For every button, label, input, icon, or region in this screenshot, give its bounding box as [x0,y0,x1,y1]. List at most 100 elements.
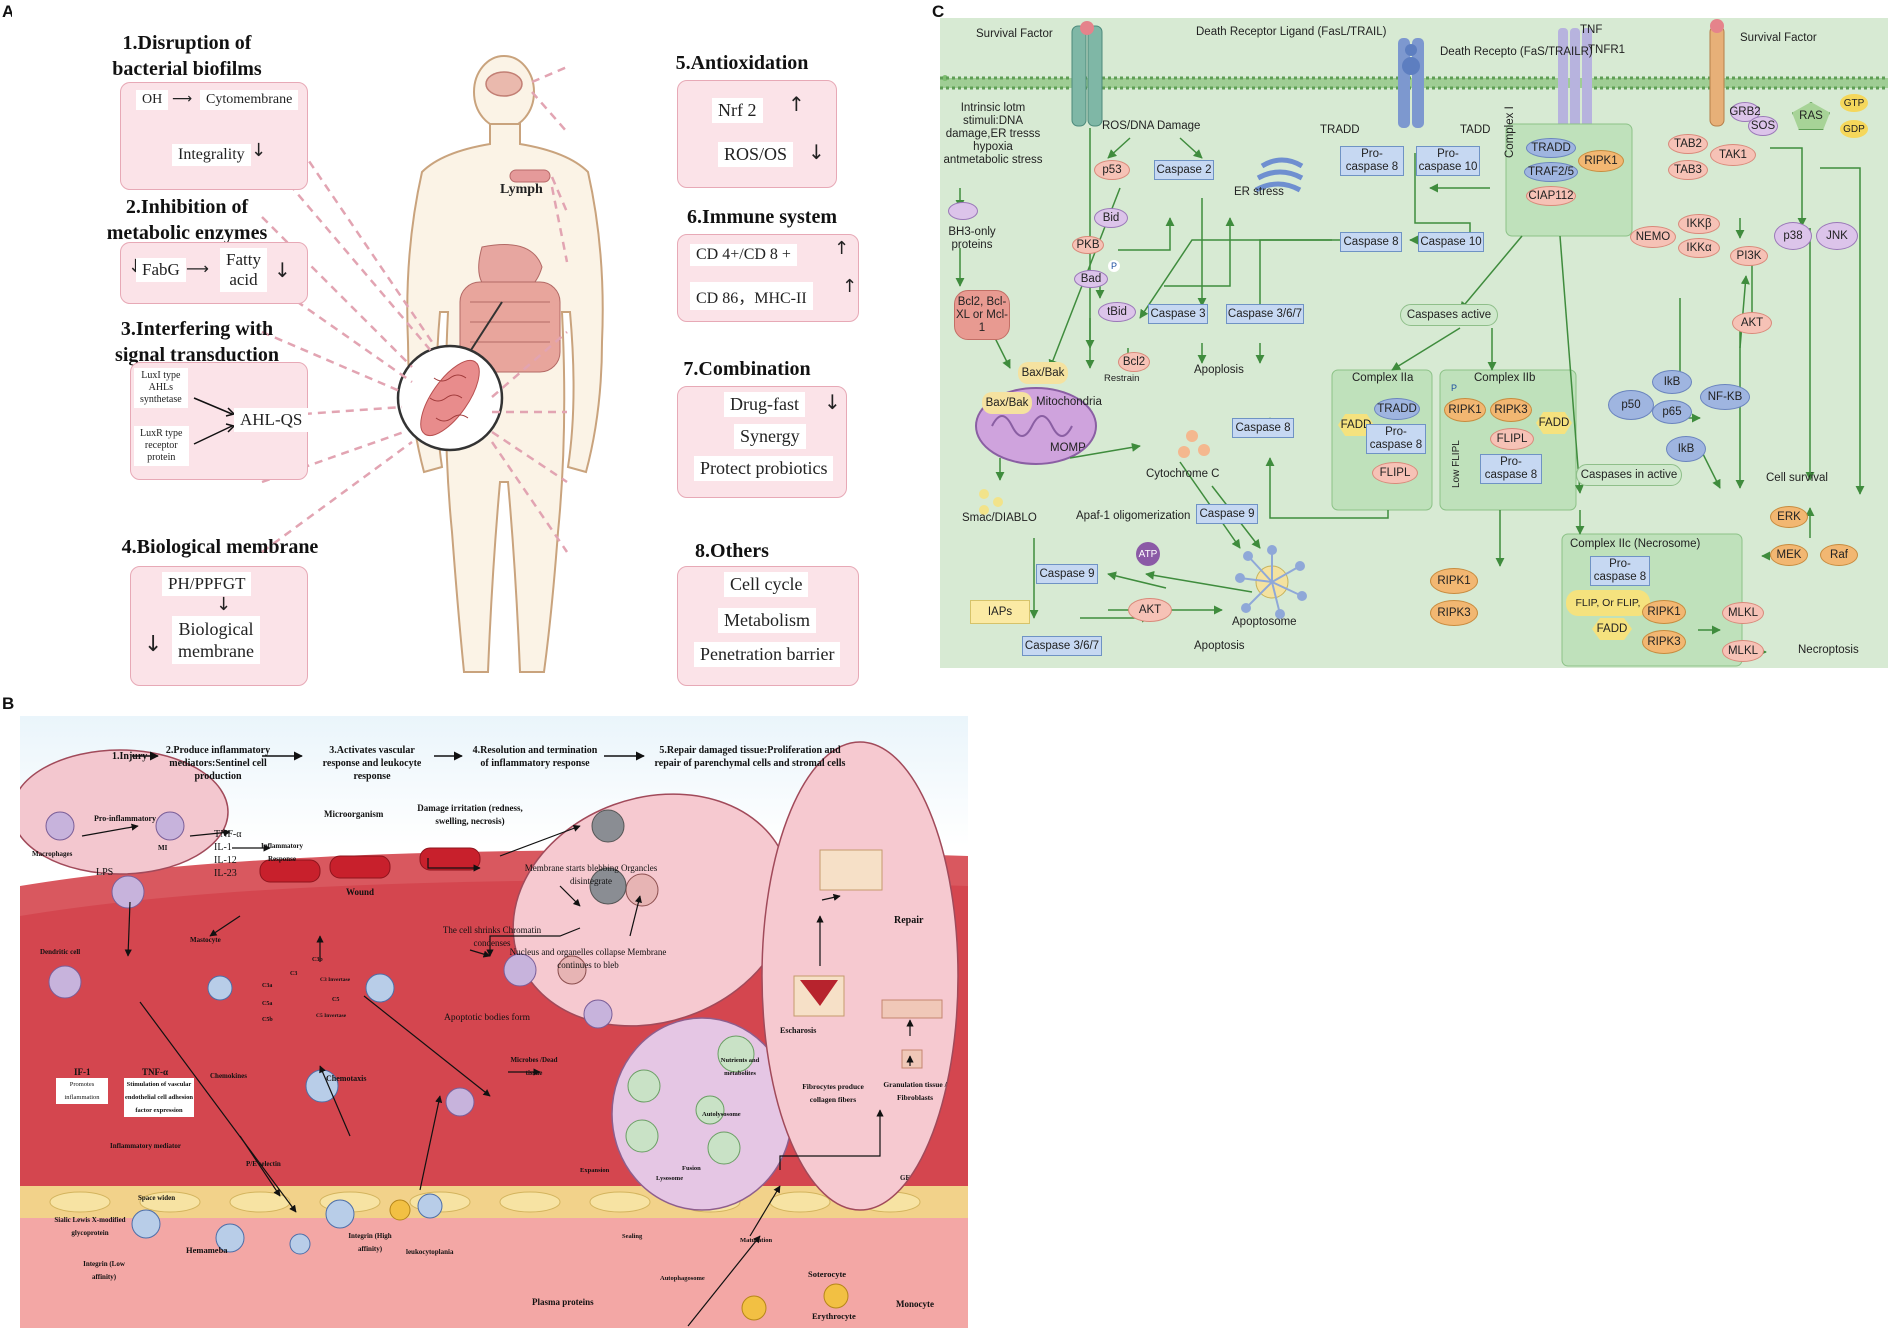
c-intrinsic: Intrinsic lotm stimuli:DNA damage,ER tre… [943,102,1043,166]
panel-c-graphics [940,19,1888,667]
s7-synergy: Synergy [734,424,806,449]
panel-label-a: A [2,2,15,21]
b-c5b: C5b [262,1017,273,1023]
s8-title: 8.Others [695,540,769,562]
c-bcl2: Bcl2 [1118,352,1150,372]
c-survival1: Survival Factor [976,28,1053,40]
c-pi3k: PI3K [1730,246,1768,266]
c-p38: p38 [1774,222,1812,250]
s6-title: 6.Immune system [687,206,837,228]
c-ikb2: IkB [1666,436,1706,462]
s4-bio-1: Biological [178,619,254,639]
c-smac: Smac/DIABLO [962,512,1037,524]
c-bax2: Bax/Bak [982,392,1032,414]
c-p65: p65 [1652,400,1692,424]
b-erythro: Erythrocyte [812,1311,856,1321]
b-granul: Granulation tissue / Fibroblasts [883,1080,947,1102]
c-flipl2: FLIPL [1490,428,1534,450]
panel-label-c: C [932,2,945,21]
b-sialic: Sialic Lewis X-modified glycoprotein [54,1216,126,1237]
b-c3a: C3a [262,983,273,989]
c-grb2: GRB2 [1729,102,1761,122]
b-m1: MI [158,844,168,852]
b-escharosis: Escharosis [780,1026,817,1035]
s4-down-arrow-2: ↓ [144,632,163,657]
b-promotes: Promotes inflammation [56,1078,108,1104]
c-ripk3: RIPK3 [1490,398,1532,422]
b-c3: C3 [290,971,298,977]
c-casp8a: Caspase 8 [1340,232,1402,252]
c-gtp: GTP [1840,94,1868,112]
c-mlkl2: MLKL [1722,640,1764,662]
c-akt2: AKT [1128,598,1172,622]
b-fusion: Fusion [682,1165,701,1172]
b-blebb: Membrane starts blebbing Organcles disin… [524,863,658,886]
b-space: Space widen [138,1194,176,1202]
c-bcl2fam: Bcl2, Bcl-XL or Mcl-1 [954,290,1010,340]
c-complex1: Complex I [1504,106,1516,158]
c-ripk1d: RIPK1 [1642,600,1686,624]
c-bh3-shape [948,202,978,220]
c-necro: Necroptosis [1798,644,1859,656]
c-momp: MOMP [1050,442,1086,454]
s3-luxr-3: protein [147,452,176,463]
b-nutrients: Nutrients and metabolites [720,1057,760,1077]
c-casp-inactive: Caspases in active [1576,464,1682,486]
c-fadd1: FADD [1338,414,1374,436]
s2-down-arrow-2: ↓ [274,258,291,282]
c-bad: Bad [1074,270,1108,288]
c-ripk1: RIPK1 [1578,150,1624,172]
s3-ahl-qs: AHL-QS [234,408,309,432]
b-shrink: The cell shrinks Chromatin condenses [442,925,542,948]
c-tnfr1: TNFR1 [1588,44,1626,56]
b-step4: 4.Resolution and termination of inflamma… [472,745,598,769]
s6-cd86: CD 86，MHC-II [690,282,813,310]
c-mek: MEK [1770,544,1808,566]
s1-oh: OH [136,90,169,110]
b-repair: Repair [894,915,924,926]
s4-ph: PH/PPFGT [162,572,252,596]
b-hemameba: Hemameba [186,1245,228,1255]
s5-title: 5.Antioxidation [675,52,809,74]
panel-a: Lymph 1.Disruption of bacterial biofilms… [12,12,902,692]
c-apoptosis: Apoptosis [1194,640,1245,652]
s3-luxi-2: AHLs [148,382,174,393]
c-ripk3c: RIPK3 [1642,630,1686,654]
b-c3b: C3b [312,957,323,963]
c-fadd2: FADD [1536,412,1572,434]
c-erk: ERK [1770,506,1808,528]
c-survival2: Survival Factor [1740,32,1817,44]
b-stim: Stimulation of vascular endothelial cell… [124,1078,194,1117]
b-step3: 3.Activates vascular response and leukoc… [322,745,422,782]
c-mito: Mitochondria [1036,396,1102,408]
s1-arrow: ⟶ [172,91,193,107]
c-tak1: TAK1 [1710,144,1756,166]
b-autophagosome: Autophagosome [660,1275,705,1282]
s3-luxi-3: synthetase [140,394,182,405]
c-ikb1: IkB [1652,370,1692,394]
lymph-label: Lymph [500,182,543,197]
b-leuko: leukocytoplania [406,1248,454,1256]
b-step1: 1.Injury [112,751,148,762]
b-mediator: Inflammatory mediator [110,1142,181,1150]
s5-box [677,80,837,188]
b-lysosome: Lysosome [656,1175,684,1182]
c-casp367b: Caspase 3/6/7 [1022,636,1102,656]
s1-cytomembrane: Cytomembrane [200,90,299,110]
s4-title: 4.Biological membrane [121,536,319,558]
c-tab3: TAB3 [1668,160,1708,180]
c-cplx2c: Complex IIc (Necrosome) [1570,538,1701,550]
b-il12: IL-12 [214,855,237,866]
c-casp9b: Caspase 9 [1036,564,1098,584]
c-procasp8c: Pro-caspase 8 [1480,454,1542,484]
s7-down-arrow: ↓ [824,390,841,414]
c-tbid: tBid [1098,302,1136,322]
b-c3conv: C3 Invertase [320,977,351,983]
c-restrain: Restrain [1104,373,1140,384]
b-macro: Macrophages [32,850,73,858]
s8-pen: Penetration barrier [694,642,841,667]
c-gdp: GDP [1840,120,1868,138]
c-ikkb: IKKβ [1678,214,1720,234]
